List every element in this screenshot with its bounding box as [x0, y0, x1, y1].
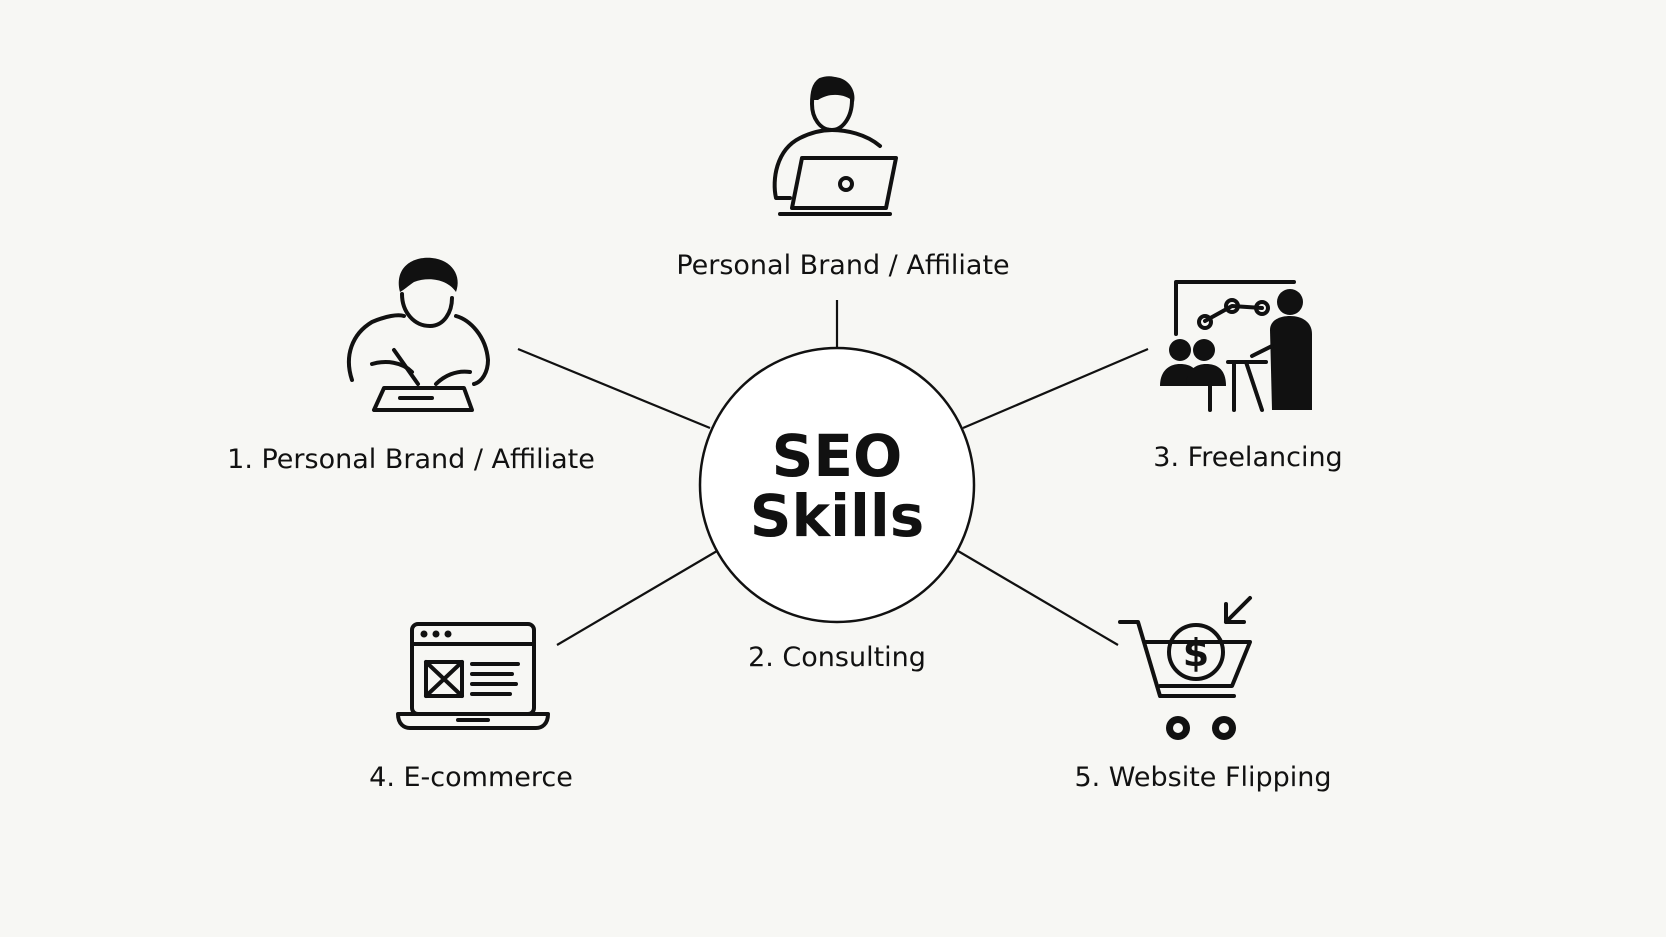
- node-right-label: 3. Freelancing: [1153, 442, 1342, 473]
- presentation-icon: [1160, 280, 1312, 412]
- laptop-webpage-icon: [396, 622, 550, 730]
- connectors: [517, 300, 1149, 646]
- node-top-label: Personal Brand / Affiliate: [676, 250, 1009, 281]
- connector-bottom-left: [556, 550, 718, 646]
- person-laptop-icon: [772, 76, 898, 216]
- hub-title-line2: Skills: [750, 482, 925, 550]
- node-bottom-left-label: 4. E-commerce: [369, 762, 573, 793]
- hub: SEO Skills: [698, 346, 976, 624]
- hub-title-line1: SEO: [772, 422, 903, 490]
- shopping-cart-dollar-icon: $: [1118, 596, 1252, 740]
- node-bottom-right-label: 5. Website Flipping: [1074, 762, 1331, 793]
- node-left-label: 1. Personal Brand / Affiliate: [227, 444, 595, 475]
- node-bottom-label: 2. Consulting: [748, 642, 926, 673]
- person-writing-icon: [346, 257, 490, 412]
- connector-right: [962, 347, 1149, 430]
- connector-bottom-right: [957, 550, 1119, 646]
- hub-circle: [698, 346, 976, 624]
- dollar-sign-icon: $: [1183, 631, 1209, 675]
- connector-left: [517, 347, 711, 430]
